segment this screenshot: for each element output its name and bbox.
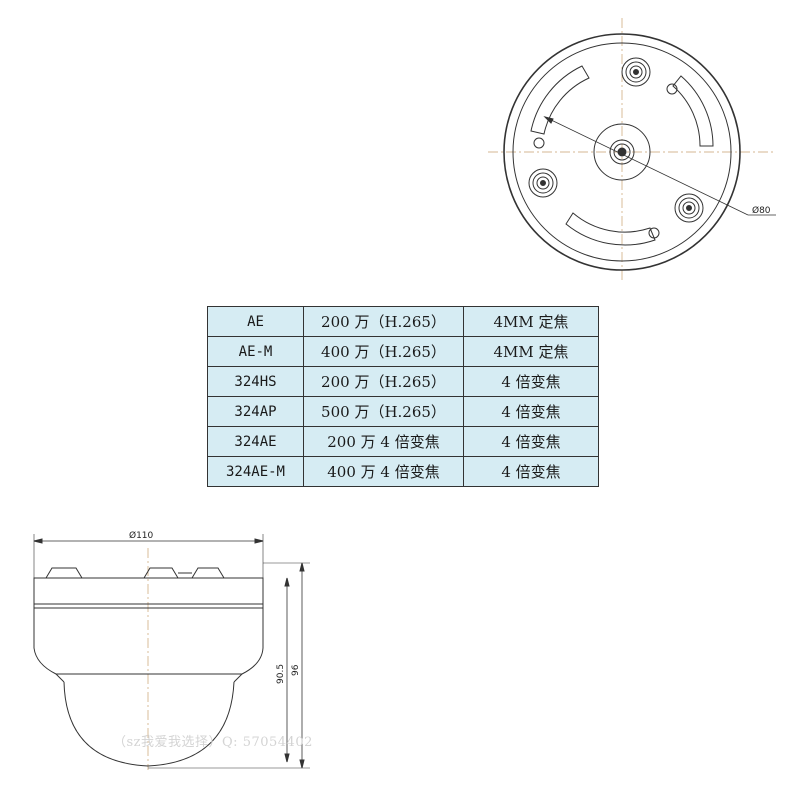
model-cell: 324AE-M xyxy=(207,456,304,487)
arc-slot-left xyxy=(530,65,590,135)
model-cell: AE-M xyxy=(207,336,304,367)
resolution-cell: 500 万（H.265） xyxy=(303,396,464,427)
lens-cell: 4 倍变焦 xyxy=(463,366,599,397)
top-view-diameter-label: Ø80 xyxy=(752,205,771,216)
watermark-text: （sz我爱我选择）Q: 57054402 xyxy=(113,735,313,750)
screw-hole-left xyxy=(528,168,558,198)
arc-slot-right xyxy=(672,75,714,147)
resolution-cell: 200 万（H.265） xyxy=(303,306,464,337)
pilot-hole xyxy=(666,83,678,95)
lens-cell: 4 倍变焦 xyxy=(463,396,599,427)
side-view-width-label: Ø110 xyxy=(129,530,154,541)
lens-cell: 4 倍变焦 xyxy=(463,426,599,457)
top-view xyxy=(488,18,776,282)
pilot-hole xyxy=(648,227,660,239)
dome-cover xyxy=(63,681,235,767)
model-cell: 324HS xyxy=(207,366,304,397)
base-ring-body xyxy=(33,577,264,609)
base-outer-ring xyxy=(503,33,741,271)
base-inner-ring xyxy=(512,42,732,262)
screw-hole-top xyxy=(621,57,651,87)
lens-cell: 4MM 定焦 xyxy=(463,336,599,367)
resolution-cell: 400 万 4 倍变焦 xyxy=(303,456,464,487)
side-view xyxy=(33,534,310,770)
side-view-height-inner-label: 90.5 xyxy=(276,664,286,684)
lens-cell: 4MM 定焦 xyxy=(463,306,599,337)
screw-hole-right xyxy=(674,193,704,223)
resolution-cell: 400 万（H.265） xyxy=(303,336,464,367)
resolution-cell: 200 万（H.265） xyxy=(303,366,464,397)
arc-slot-bottom xyxy=(565,212,656,246)
pilot-hole xyxy=(533,137,545,149)
top-bump-left xyxy=(45,567,83,579)
model-cell: AE xyxy=(207,306,304,337)
lens-cell: 4 倍变焦 xyxy=(463,456,599,487)
center-hub xyxy=(593,123,651,181)
housing-shell xyxy=(33,608,264,675)
top-bump-right xyxy=(191,567,225,579)
side-view-height-outer-label: 96 xyxy=(291,664,301,676)
model-cell: 324AP xyxy=(207,396,304,427)
resolution-cell: 200 万 4 倍变焦 xyxy=(303,426,464,457)
top-bump-center xyxy=(143,567,179,579)
diameter-dimension-line xyxy=(544,116,749,216)
model-cell: 324AE xyxy=(207,426,304,457)
